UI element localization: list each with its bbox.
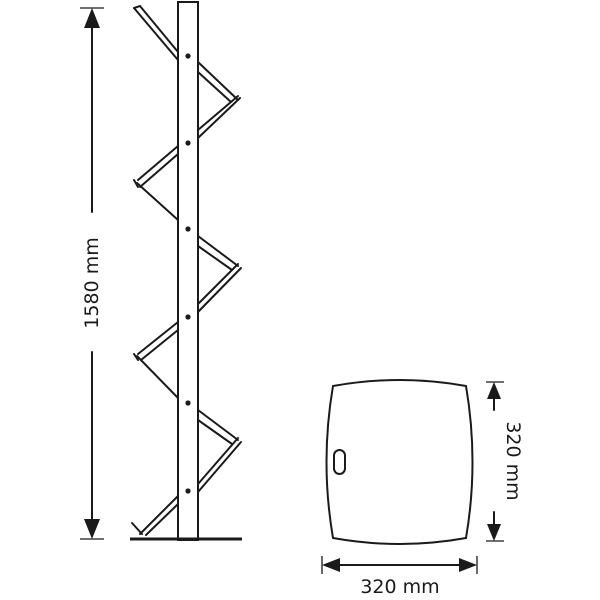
screw-hole-5 (185, 400, 191, 406)
depth-label: 320 mm (502, 421, 524, 500)
screw-hole-2 (185, 140, 191, 146)
shelf-right-2 (197, 235, 242, 313)
width-arrow-left-icon (322, 558, 340, 572)
shelf-left-1 (133, 4, 179, 61)
base-plate-outline (325, 379, 474, 545)
shelf-right-1 (197, 61, 241, 139)
shelf-left-3 (133, 321, 179, 399)
shelf-left-2 (133, 145, 179, 221)
height-label: 1580 mm (81, 237, 103, 328)
depth-arrow-down-icon (487, 524, 501, 541)
width-label: 320 mm (360, 576, 439, 598)
height-arrow-down-icon (84, 519, 100, 539)
stand-post (177, 1, 199, 541)
width-dimension: 320 mm (321, 556, 478, 598)
shelf-right-3 (197, 409, 242, 493)
height-dimension: 1580 mm (80, 7, 104, 540)
post-slot-icon (333, 449, 346, 475)
screw-hole-1 (185, 53, 191, 59)
screw-hole-3 (185, 226, 191, 232)
screw-hole-6 (185, 488, 191, 494)
stand-front-view (130, 1, 242, 541)
base-top-view (325, 379, 474, 545)
width-arrow-right-icon (459, 558, 477, 572)
shelf-left-bottom (131, 495, 179, 536)
height-arrow-up-icon (84, 8, 100, 28)
depth-dimension: 320 mm (486, 381, 524, 542)
screw-hole-4 (185, 314, 191, 320)
depth-arrow-up-icon (487, 382, 501, 399)
